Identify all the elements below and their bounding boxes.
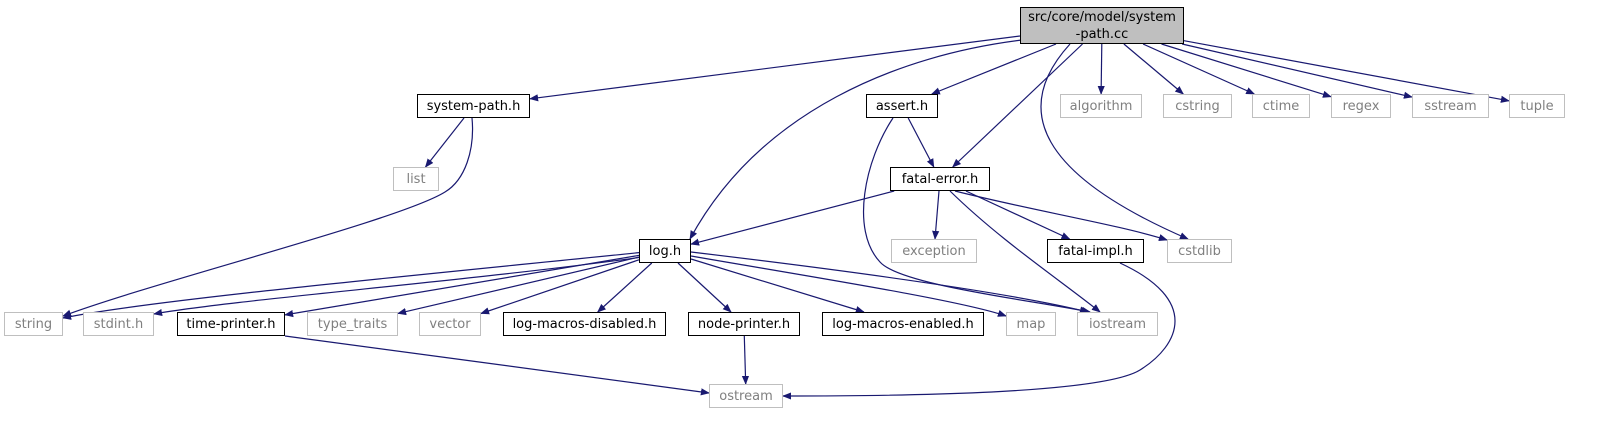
edge-assert-h-to-iostream (862, 117, 1091, 314)
node-label: string (14, 316, 53, 332)
node-log-macros-disabled-h[interactable]: log-macros-disabled.h (503, 312, 666, 336)
edge-log-h-to-vector (480, 259, 640, 315)
node-label: cstring (1175, 98, 1220, 114)
node-cstring: cstring (1163, 94, 1232, 118)
edge-root-to-cstdlib (1040, 43, 1189, 240)
node-assert-h[interactable]: assert.h (866, 94, 938, 118)
edge-root-to-tuple (1183, 40, 1510, 103)
node-tuple: tuple (1509, 94, 1565, 118)
edge-system-path-h-to-string (62, 117, 474, 317)
node-iostream: iostream (1077, 312, 1158, 336)
node-label: time-printer.h (186, 316, 276, 332)
node-label: stdint.h (93, 316, 144, 332)
edge-log-h-to-log-macros-enabled-h (690, 258, 865, 314)
edge-root-to-ctime (1142, 43, 1256, 95)
edge-root-to-algorithm (1097, 43, 1105, 95)
node-label: map (1016, 316, 1046, 332)
edge-log-h-to-node-printer-h (677, 262, 732, 313)
edge-fatal-impl-h-to-ostream (782, 262, 1176, 400)
node-label: tuple (1520, 98, 1554, 114)
node-label: ostream (719, 388, 773, 404)
edge-node-printer-h-to-ostream (741, 335, 750, 385)
node-fatal-impl-h[interactable]: fatal-impl.h (1047, 239, 1144, 263)
edge-log-h-to-map (690, 255, 1007, 317)
edge-assert-h-to-fatal-error-h (907, 117, 935, 168)
node-label: list (406, 171, 426, 187)
node-label: log-macros-enabled.h (832, 316, 974, 332)
edge-fatal-error-h-to-iostream (949, 190, 1101, 313)
node-label: regex (1342, 98, 1380, 114)
node-algorithm: algorithm (1060, 94, 1142, 118)
root-file-node[interactable]: src/core/model/system -path.cc (1020, 7, 1184, 44)
node-label: fatal-impl.h (1058, 243, 1133, 259)
node-system-path-h[interactable]: system-path.h (417, 94, 530, 118)
node-node-printer-h[interactable]: node-printer.h (688, 312, 800, 336)
edge-log-h-to-string (62, 251, 646, 320)
node-label: log.h (648, 243, 682, 259)
node-map: map (1006, 312, 1056, 336)
node-stdint-h: stdint.h (83, 312, 154, 336)
node-label: vector (429, 316, 471, 332)
node-label: node-printer.h (697, 316, 791, 332)
edge-root-to-regex (1161, 43, 1332, 98)
node-exception: exception (891, 239, 977, 263)
node-vector: vector (419, 312, 481, 336)
node-label: exception (902, 243, 966, 259)
edge-root-to-system-path-h (529, 35, 1021, 102)
node-label: ctime (1262, 98, 1300, 114)
edge-log-h-to-type-traits (397, 256, 640, 316)
edge-fatal-error-h-to-cstdlib (954, 190, 1168, 241)
node-list: list (393, 167, 439, 191)
edge-system-path-h-to-list (424, 117, 465, 168)
node-type-traits: type_traits (307, 312, 398, 336)
node-cstdlib: cstdlib (1167, 239, 1232, 263)
edge-root-to-log-h (689, 39, 1023, 240)
node-log-macros-enabled-h[interactable]: log-macros-enabled.h (822, 312, 984, 336)
node-regex: regex (1331, 94, 1391, 118)
node-label: cstdlib (1178, 243, 1221, 259)
node-ostream: ostream (709, 384, 783, 408)
node-label: system-path.h (426, 98, 521, 114)
edge-root-to-cstring (1123, 43, 1184, 95)
edge-root-to-fatal-error-h (952, 43, 1083, 168)
node-label: assert.h (875, 98, 929, 114)
edge-fatal-error-h-to-fatal-impl-h (965, 190, 1071, 240)
edge-log-h-to-time-printer-h (284, 254, 640, 318)
edge-root-to-assert-h (930, 43, 1057, 95)
node-label: src/core/model/system -path.cc (1028, 9, 1176, 42)
node-label: sstream (1424, 98, 1477, 114)
node-sstream: sstream (1412, 94, 1489, 118)
edge-fatal-error-h-to-log-h (690, 190, 895, 246)
edge-root-to-sstream (1181, 43, 1413, 99)
node-fatal-error-h[interactable]: fatal-error.h (890, 167, 990, 191)
node-label: fatal-error.h (901, 171, 979, 187)
edge-time-printer-h-to-ostream (284, 335, 710, 396)
edge-fatal-error-h-to-exception (932, 190, 940, 240)
edge-log-h-to-log-macros-disabled-h (597, 262, 653, 313)
node-label: type_traits (317, 316, 388, 332)
node-label: log-macros-disabled.h (512, 316, 657, 332)
node-label: algorithm (1069, 98, 1133, 114)
edge-log-h-to-iostream (690, 251, 1089, 314)
node-ctime: ctime (1252, 94, 1310, 118)
node-time-printer-h[interactable]: time-printer.h (177, 312, 285, 336)
node-log-h[interactable]: log.h (639, 239, 691, 263)
node-label: iostream (1088, 316, 1147, 332)
node-string: string (4, 312, 63, 336)
